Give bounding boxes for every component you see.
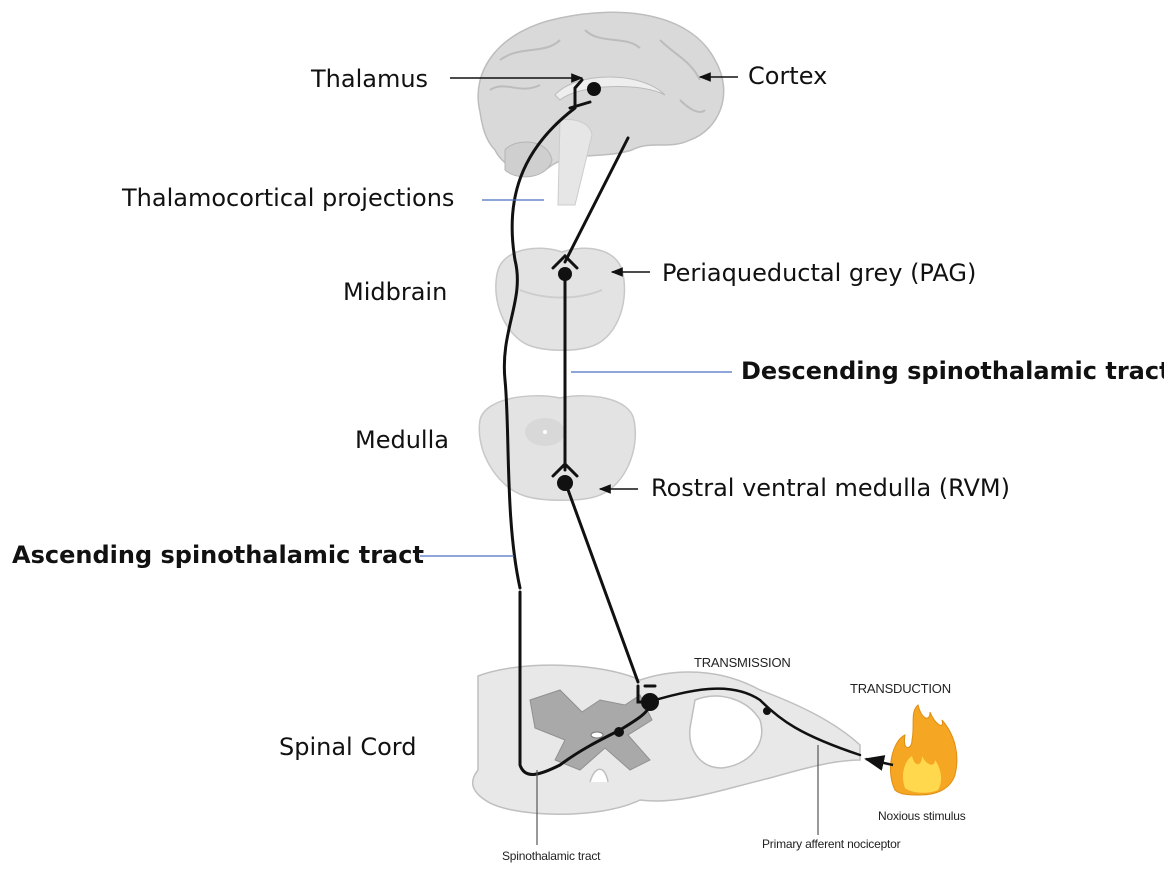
pag-neuron-body xyxy=(558,267,572,281)
ganglion-cell-body xyxy=(763,707,771,715)
label-medulla: Medulla xyxy=(355,428,449,452)
label-descending-tract: Descending spinothalamic tract xyxy=(741,359,1164,383)
label-primary-afferent: Primary afferent nociceptor xyxy=(762,838,900,850)
label-ascending-tract: Ascending spinothalamic tract xyxy=(12,543,424,567)
spinal-cord-section xyxy=(473,665,860,814)
brain-illustration xyxy=(478,12,724,205)
label-midbrain: Midbrain xyxy=(343,280,447,304)
thalamus-neuron-body xyxy=(587,82,601,96)
label-thalamocortical-projections: Thalamocortical projections xyxy=(122,186,454,210)
flame-icon xyxy=(890,705,956,795)
stimulus-arrow xyxy=(866,759,893,765)
rvm-neuron-body xyxy=(557,475,573,491)
dorsal-horn-synapse xyxy=(641,693,659,711)
label-spinothalamic-tract: Spinothalamic tract xyxy=(502,850,600,862)
label-transduction: TRANSDUCTION xyxy=(850,682,951,695)
label-spinal-cord: Spinal Cord xyxy=(279,735,416,759)
spinal-neuron-body xyxy=(614,727,624,737)
label-transmission: TRANSMISSION xyxy=(694,656,791,669)
label-cortex: Cortex xyxy=(748,64,827,88)
label-rvm: Rostral ventral medulla (RVM) xyxy=(651,476,1010,500)
label-thalamus: Thalamus xyxy=(311,67,428,91)
label-noxious-stimulus: Noxious stimulus xyxy=(878,810,966,822)
label-pag: Periaqueductal grey (PAG) xyxy=(662,261,976,285)
